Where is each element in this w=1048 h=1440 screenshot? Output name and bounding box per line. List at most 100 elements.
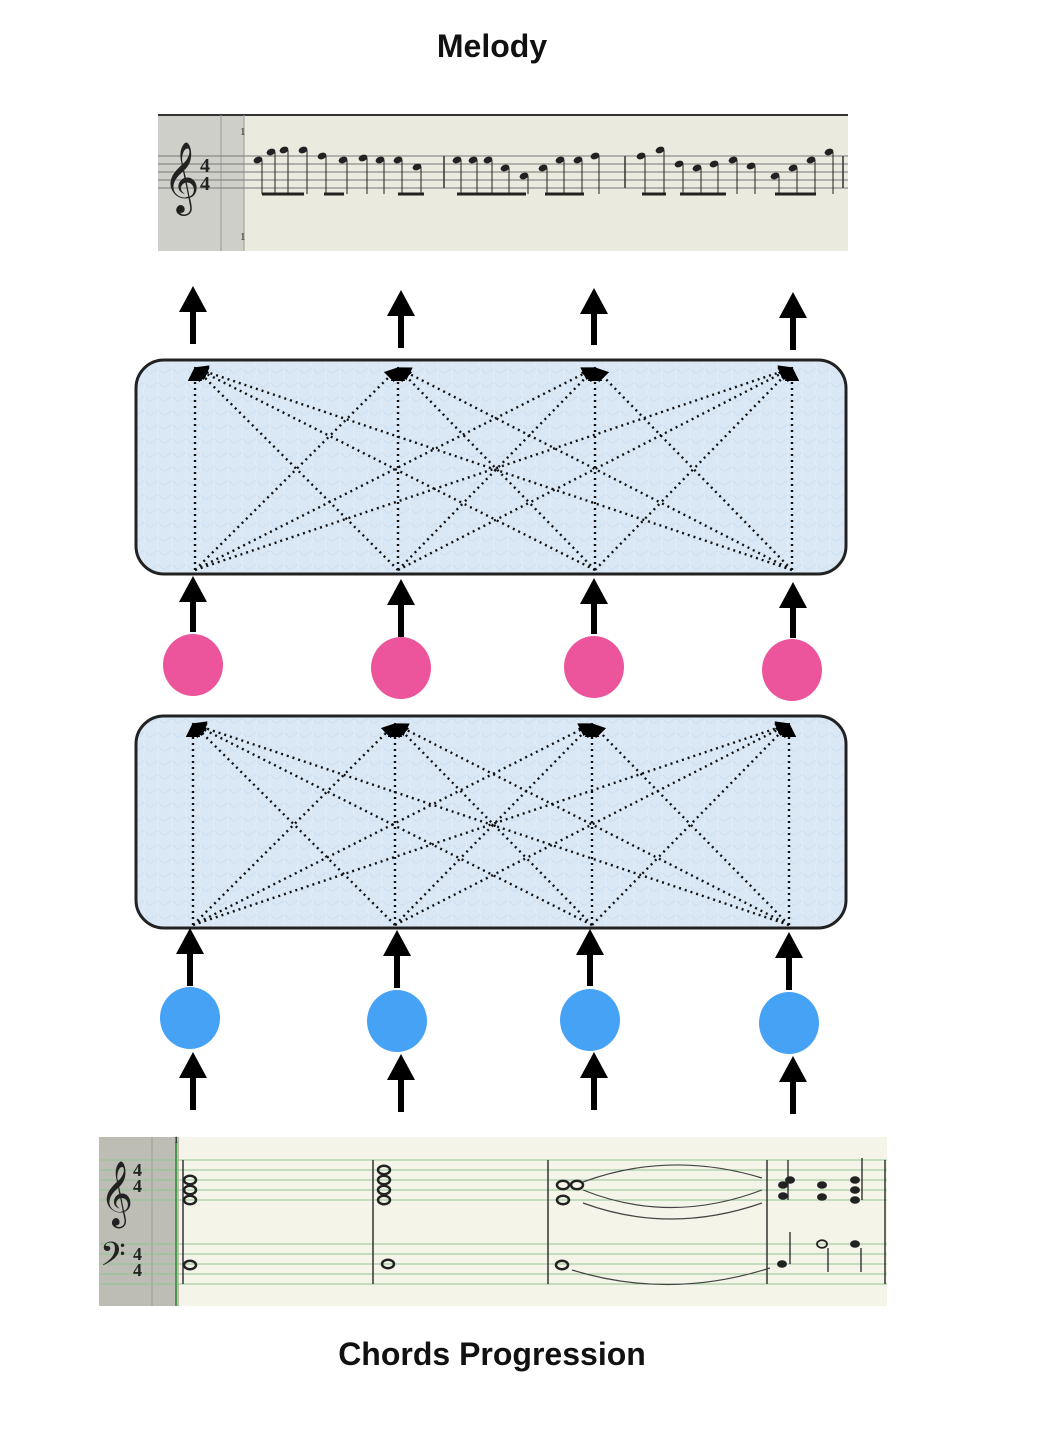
note-head: [655, 146, 665, 154]
arrow-head: [179, 286, 207, 312]
quarter-note: [850, 1196, 860, 1204]
quarter-note: [778, 1192, 788, 1200]
note-head: [375, 156, 385, 164]
arrow-head: [179, 1052, 207, 1078]
melody-token: [564, 636, 624, 698]
note-head: [824, 148, 834, 156]
note-head: [338, 156, 348, 164]
upper-attention-block: [134, 358, 848, 576]
upper-attention-edges: [187, 365, 800, 572]
note-head: [412, 163, 422, 171]
whole-note: [182, 1184, 198, 1196]
quarter-note: [778, 1181, 788, 1189]
melody-lower-measure-number: 1: [240, 231, 246, 243]
attention-edge: [393, 722, 790, 927]
note-head: [590, 152, 600, 160]
melody-token: [371, 637, 431, 699]
attention-edge: [396, 366, 793, 572]
attention-edge: [590, 722, 790, 926]
whole-note: [569, 1179, 585, 1191]
up-arrow: [179, 1052, 207, 1110]
whole-note: [555, 1179, 571, 1191]
note-head: [298, 146, 308, 154]
chord-token: [759, 992, 819, 1054]
quarter-note: [777, 1260, 787, 1268]
note-head: [317, 152, 327, 160]
arrow-head: [779, 292, 807, 318]
arrow-head: [383, 930, 411, 956]
melody-title: Melody: [436, 28, 548, 64]
attention-edge: [594, 366, 794, 571]
quarter-note: [817, 1181, 827, 1189]
up-arrow: [176, 928, 204, 986]
arrow-head: [179, 576, 207, 602]
melody-token: [762, 639, 822, 701]
quarter-note: [850, 1240, 860, 1248]
chords-progression-title: Chords Progression: [338, 1336, 646, 1372]
treble-time-sig-bottom: 4: [133, 1176, 142, 1196]
note-head: [674, 160, 684, 168]
quarter-note: [817, 1193, 827, 1201]
up-arrow: [779, 292, 807, 350]
whole-note: [555, 1194, 571, 1206]
chord-token: [560, 989, 620, 1051]
arrow-head: [387, 290, 415, 316]
tie: [571, 1267, 771, 1286]
whole-note: [182, 1174, 198, 1186]
up-arrow: [383, 930, 411, 988]
note-head: [746, 162, 756, 170]
note-head: [358, 154, 368, 162]
note-head: [709, 160, 719, 168]
melody-token-row: [163, 634, 822, 701]
note-head: [692, 164, 702, 172]
arrow-head: [779, 1056, 807, 1082]
note-head: [279, 146, 289, 154]
up-arrow: [779, 1056, 807, 1114]
bass-time-sig-bottom: 4: [133, 1260, 142, 1280]
note-head: [452, 156, 462, 164]
whole-note: [376, 1184, 392, 1196]
quarter-note: [850, 1176, 860, 1184]
note-head: [788, 164, 798, 172]
treble-time-sig-top: 4: [133, 1160, 142, 1180]
arrow-head: [176, 928, 204, 954]
chord-token: [160, 987, 220, 1049]
note-head: [806, 156, 816, 164]
whole-note: [376, 1164, 392, 1176]
whole-note: [554, 1259, 570, 1271]
attention-edge: [591, 722, 791, 926]
note-head: [468, 156, 478, 164]
whole-note: [376, 1174, 392, 1186]
note-head: [555, 156, 565, 164]
up-arrow: [387, 290, 415, 348]
lower-attention-block: [134, 714, 848, 930]
attention-edge: [394, 722, 594, 926]
treble-clef-icon: 𝄞: [163, 140, 200, 216]
arrow-head: [580, 578, 608, 604]
up-arrow: [576, 929, 604, 986]
lower-attention-edges: [185, 721, 797, 927]
whole-note: [376, 1194, 392, 1206]
up-arrow: [387, 579, 415, 637]
quarter-note: [850, 1186, 860, 1194]
note-head: [266, 148, 276, 156]
up-arrow: [779, 582, 807, 638]
tie: [582, 1189, 763, 1209]
chord-score: 𝄞 𝄢 4 4 4 4 1: [99, 1135, 887, 1306]
note-head: [636, 152, 646, 160]
tie: [582, 1202, 763, 1220]
arrow-head: [580, 1052, 608, 1078]
up-arrow: [775, 932, 803, 990]
attention-edge: [394, 722, 791, 927]
whole-note: [182, 1194, 198, 1206]
note-head: [728, 156, 738, 164]
chord-measure-number: 1: [174, 1135, 179, 1145]
arrow-head: [580, 288, 608, 314]
arrow-head: [775, 932, 803, 958]
treble-clef-icon: 𝄞: [100, 1161, 133, 1228]
attention-edge: [393, 722, 593, 926]
bass-time-sig-top: 4: [133, 1244, 142, 1264]
half-note: [816, 1239, 828, 1249]
up-arrow: [179, 576, 207, 632]
